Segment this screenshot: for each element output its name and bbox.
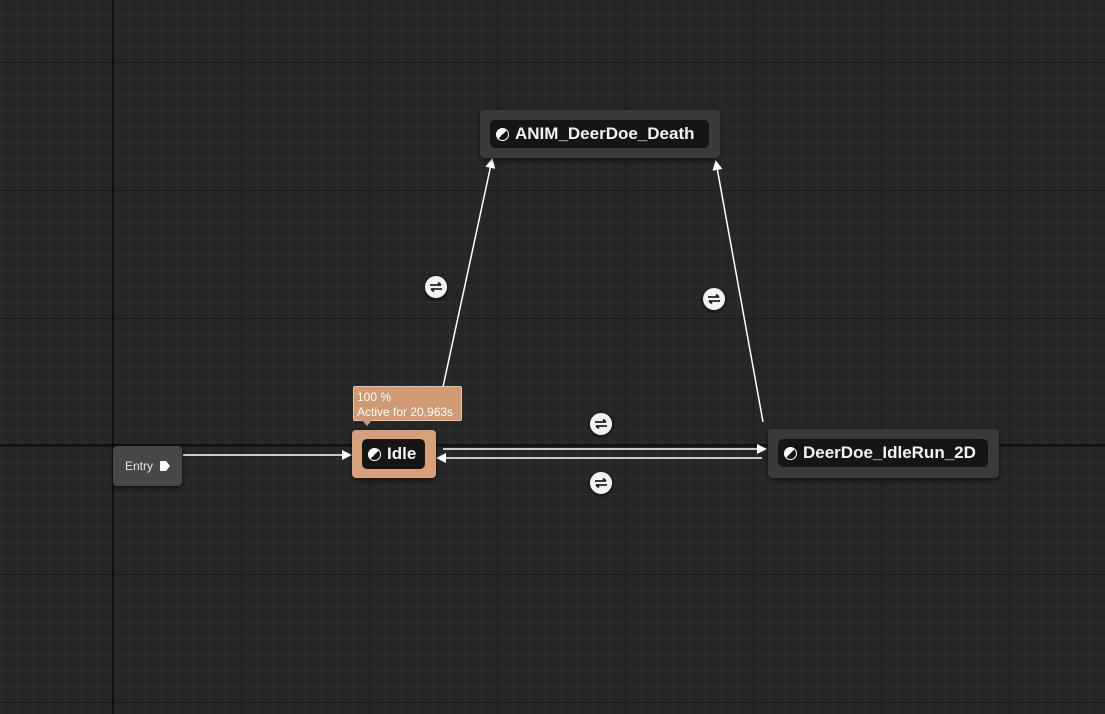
graph-origin-vertical-axis (112, 0, 114, 714)
state-label-idle-run: DeerDoe_IdleRun_2D (803, 443, 976, 462)
tooltip-pointer (362, 420, 372, 426)
tooltip-active-time: Active for 20,963s (357, 405, 454, 419)
tooltip-weight: 100 % (357, 390, 392, 404)
wire-idle-to-death (437, 158, 496, 411)
state-node-death-title: ANIM_DeerDoe_Death (490, 120, 709, 148)
state-icon (368, 447, 381, 461)
state-node-death[interactable]: ANIM_DeerDoe_Death (480, 110, 720, 158)
state-icon (784, 446, 797, 460)
entry-node[interactable]: Entry (113, 446, 182, 486)
state-label-idle: Idle (387, 444, 417, 463)
entry-label: Entry (125, 459, 154, 473)
state-node-idle-title: Idle (362, 439, 425, 469)
state-label-death: ANIM_DeerDoe_Death (515, 124, 695, 143)
exec-pin-icon[interactable] (159, 460, 171, 472)
transition-rule-idle-to-run-icon[interactable] (589, 412, 613, 436)
state-icon (496, 127, 509, 141)
transition-rule-run-to-death-icon[interactable] (702, 287, 726, 311)
wire-run-to-death (712, 160, 764, 423)
graph-origin-horizontal-axis (0, 444, 1105, 446)
state-node-idle-run[interactable]: DeerDoe_IdleRun_2D (768, 429, 999, 478)
active-state-tooltip: 100 % Active for 20,963s (353, 386, 462, 426)
state-node-idle[interactable]: Idle (352, 430, 436, 478)
transition-rule-idle-to-death-icon[interactable] (424, 275, 448, 299)
transition-rule-run-to-idle-icon[interactable] (589, 471, 613, 495)
state-node-idle-run-title: DeerDoe_IdleRun_2D (778, 439, 988, 467)
